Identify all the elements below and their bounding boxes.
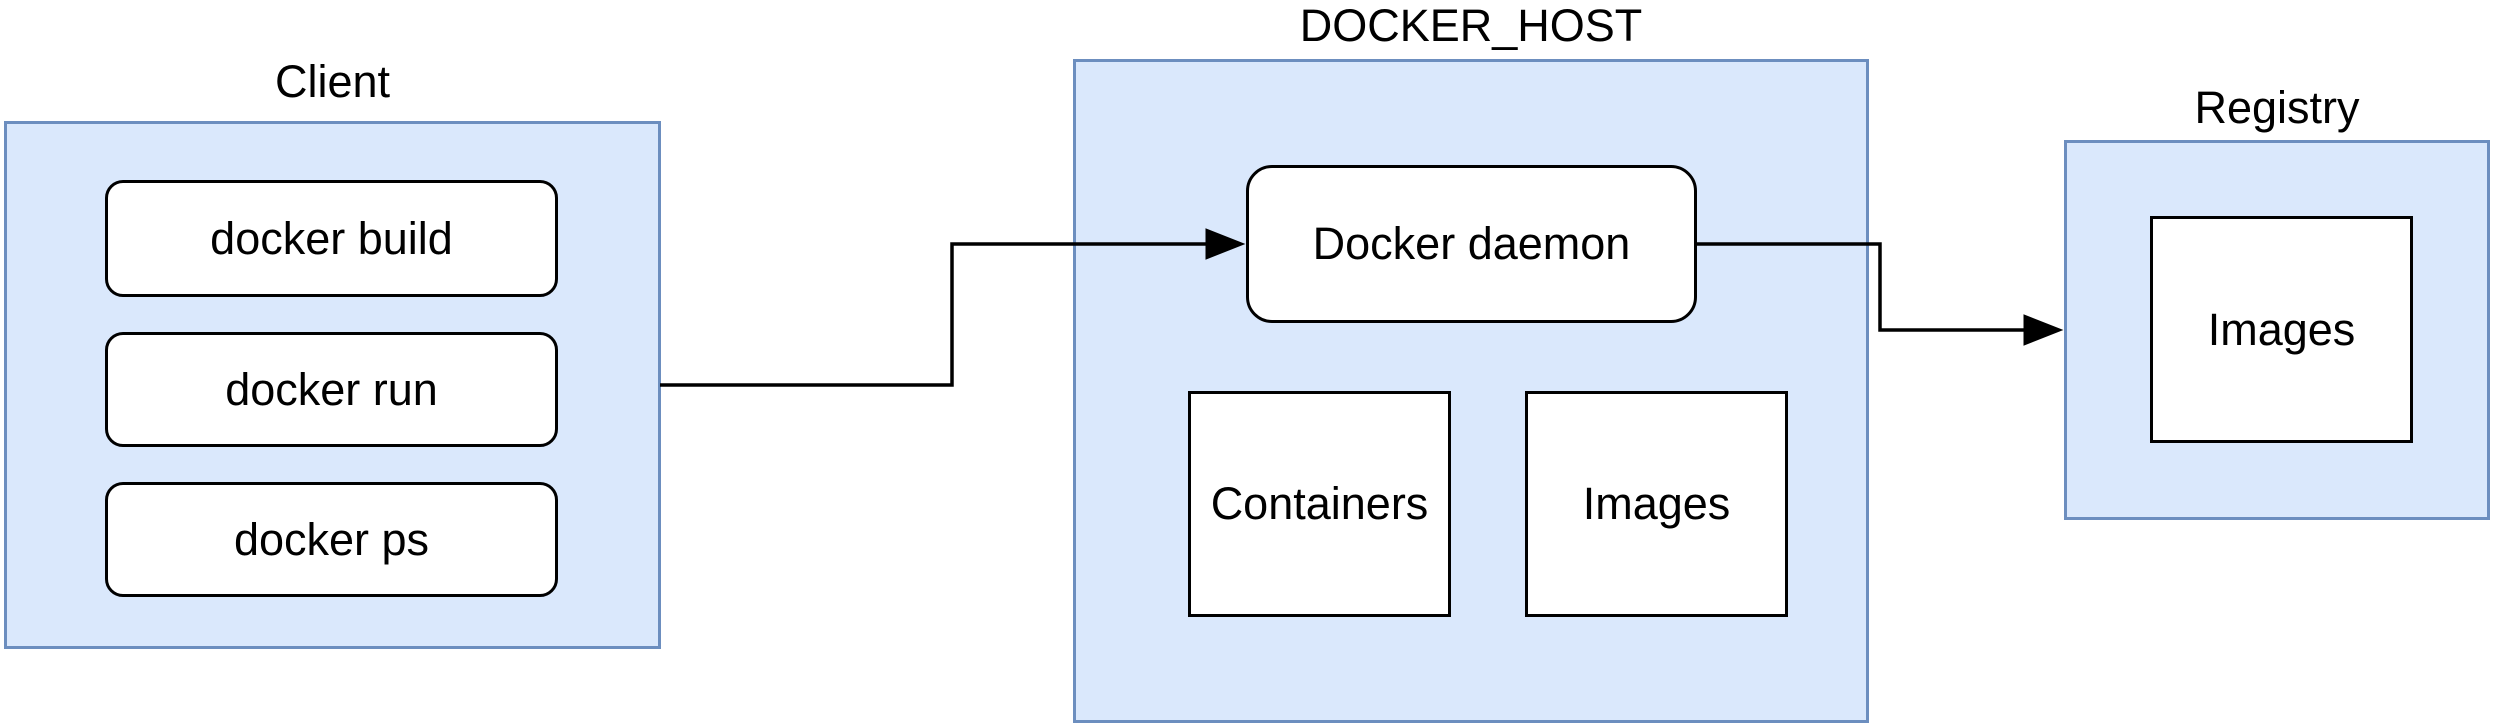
docker-run-label: docker run — [225, 363, 438, 415]
docker-daemon-node: Docker daemon — [1246, 165, 1697, 323]
host-images-label: Images — [1582, 478, 1731, 529]
docker-host-container-title: DOCKER_HOST — [1299, 0, 1643, 51]
docker-daemon-label: Docker daemon — [1312, 218, 1631, 269]
arrowhead-daemon-to-registry-icon — [2023, 314, 2064, 346]
host-images-node: Images — [1525, 391, 1788, 617]
docker-build-node: docker build — [105, 180, 558, 297]
docker-run-node: docker run — [105, 332, 558, 447]
registry-images-label: Images — [2207, 303, 2356, 355]
docker-ps-label: docker ps — [233, 513, 430, 565]
registry-images-node: Images — [2150, 216, 2413, 443]
containers-node: Containers — [1188, 391, 1451, 617]
containers-label: Containers — [1210, 478, 1429, 529]
docker-build-label: docker build — [210, 212, 453, 264]
registry-container-title: Registry — [2194, 82, 2360, 133]
docker-ps-node: docker ps — [105, 482, 558, 597]
client-container-title: Client — [274, 56, 391, 107]
